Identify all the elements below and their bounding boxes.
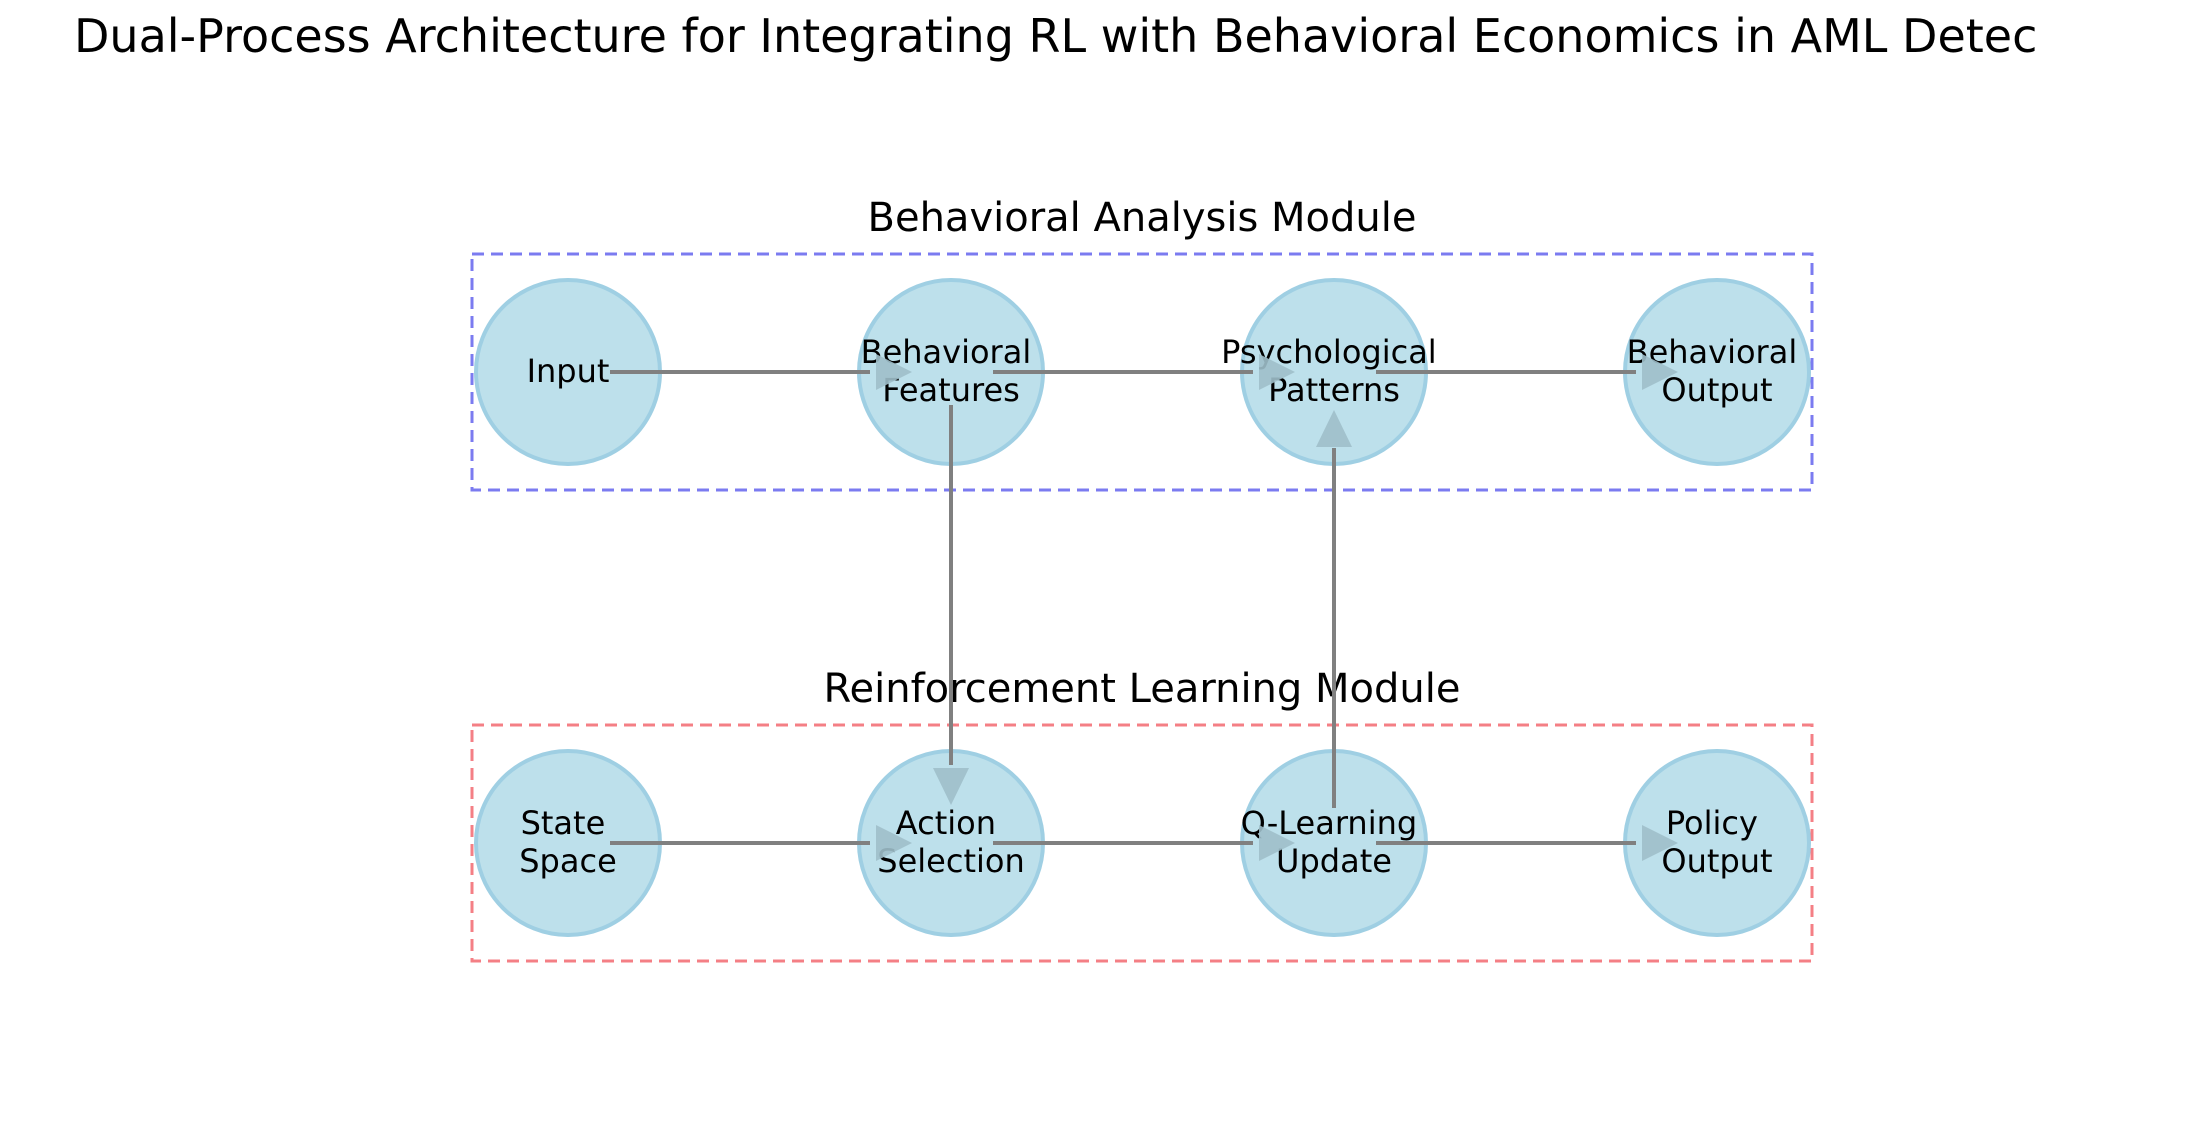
arrowhead-action-selection-vertical [933, 768, 969, 805]
arrowhead-behavioral-features [876, 354, 912, 390]
behavioral-module-label: Behavioral Analysis Module [868, 195, 1417, 241]
node-state-space: State Space [474, 749, 662, 937]
node-input: Input [474, 278, 662, 466]
node-policy-output: Policy Output [1623, 749, 1811, 937]
arrowhead-q-learning-update [1259, 825, 1295, 861]
svg-text:Behavioral Output: Behavioral Output [1627, 333, 1808, 409]
rl-module-label: Reinforcement Learning Module [824, 666, 1461, 712]
svg-text:Action Selection: Action Selection [877, 804, 1024, 880]
node-label-line: Input [527, 352, 610, 390]
rl-module-box [470, 723, 1814, 963]
arrowhead-policy-output [1642, 825, 1678, 861]
node-label-line: Output [1661, 371, 1772, 409]
node-label-line: Psychological [1221, 333, 1437, 371]
node-label-line: Features [882, 371, 1020, 409]
arrowhead-behavioral-output [1642, 354, 1678, 390]
arrowhead-psychological-patterns-vertical [1316, 410, 1352, 447]
node-label-line: Action [896, 804, 996, 842]
svg-text:Policy Output: Policy Output [1661, 804, 1772, 880]
behavioral-module-box [470, 252, 1814, 492]
node-label-line: Policy [1666, 804, 1758, 842]
node-label-line: Space [519, 842, 617, 880]
svg-text:Psychological Patterns: Psychological Patterns [1221, 333, 1447, 409]
arrowhead-action-selection [876, 825, 912, 861]
node-label-line: Update [1276, 842, 1392, 880]
node-label-line: Selection [877, 842, 1024, 880]
svg-text:State Space: State Space [519, 804, 617, 880]
node-behavioral-output: Behavioral Output [1623, 278, 1811, 466]
node-label-line: State [521, 804, 606, 842]
svg-text:Input: Input [527, 352, 610, 390]
node-label-line: Output [1661, 842, 1772, 880]
node-psychological-patterns: Psychological Patterns [1221, 278, 1447, 466]
arrowhead-psychological-patterns [1259, 354, 1295, 390]
diagram-title: Dual-Process Architecture for Integratin… [74, 9, 2037, 63]
node-label-line: Patterns [1268, 371, 1400, 409]
